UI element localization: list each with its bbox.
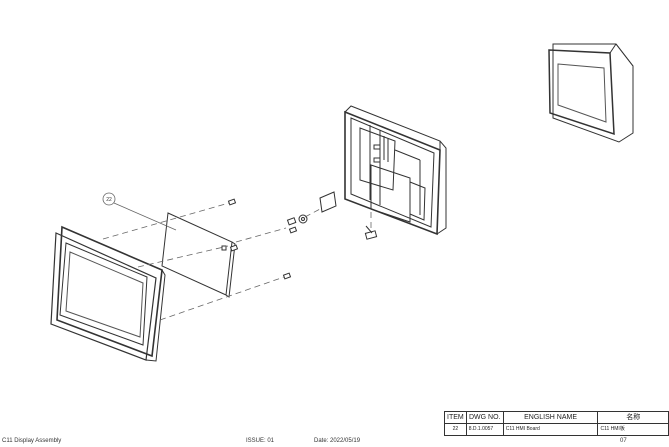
bom-header-dwg-no: DWG NO. [465,411,504,424]
bill-of-materials-table: ITEM DWG NO. ENGLISH NAME 名称 22 8.D.1.00… [444,411,669,436]
bom-cell-item: 22 [444,423,467,436]
date-label: Date: 2022/05/19 [314,438,361,444]
assembled-display-view [548,43,634,143]
title-block-footer: C11 Display Assembly ISSUE: 01 Date: 202… [0,436,669,447]
fasteners [227,191,378,280]
bom-header-row: ITEM DWG NO. ENGLISH NAME 名称 [444,411,669,424]
bom-header-english-name: ENGLISH NAME [502,411,599,424]
hmi-board [161,212,236,298]
assembly-lines [102,202,372,321]
bom-cell-chinese-name: C11 HMI板 [597,423,669,436]
table-row: 22 8.D.1.0057 C11 HMI Board C11 HMI板 [444,423,669,436]
rear-housing [344,105,447,236]
bom-cell-dwg-no: 8.D.1.0057 [465,423,504,436]
drawing-title: C11 Display Assembly [2,438,62,444]
bom-header-chinese-name: 名称 [597,411,669,424]
page-number: 07 [620,438,627,444]
issue-label: ISSUE: 01 [246,438,275,444]
bom-header-item: ITEM [444,411,467,424]
callout-leader [102,192,177,231]
bom-cell-english-name: C11 HMI Board [502,423,599,436]
callout-balloon-label: 22 [106,197,112,203]
front-bezel-display [50,225,166,362]
